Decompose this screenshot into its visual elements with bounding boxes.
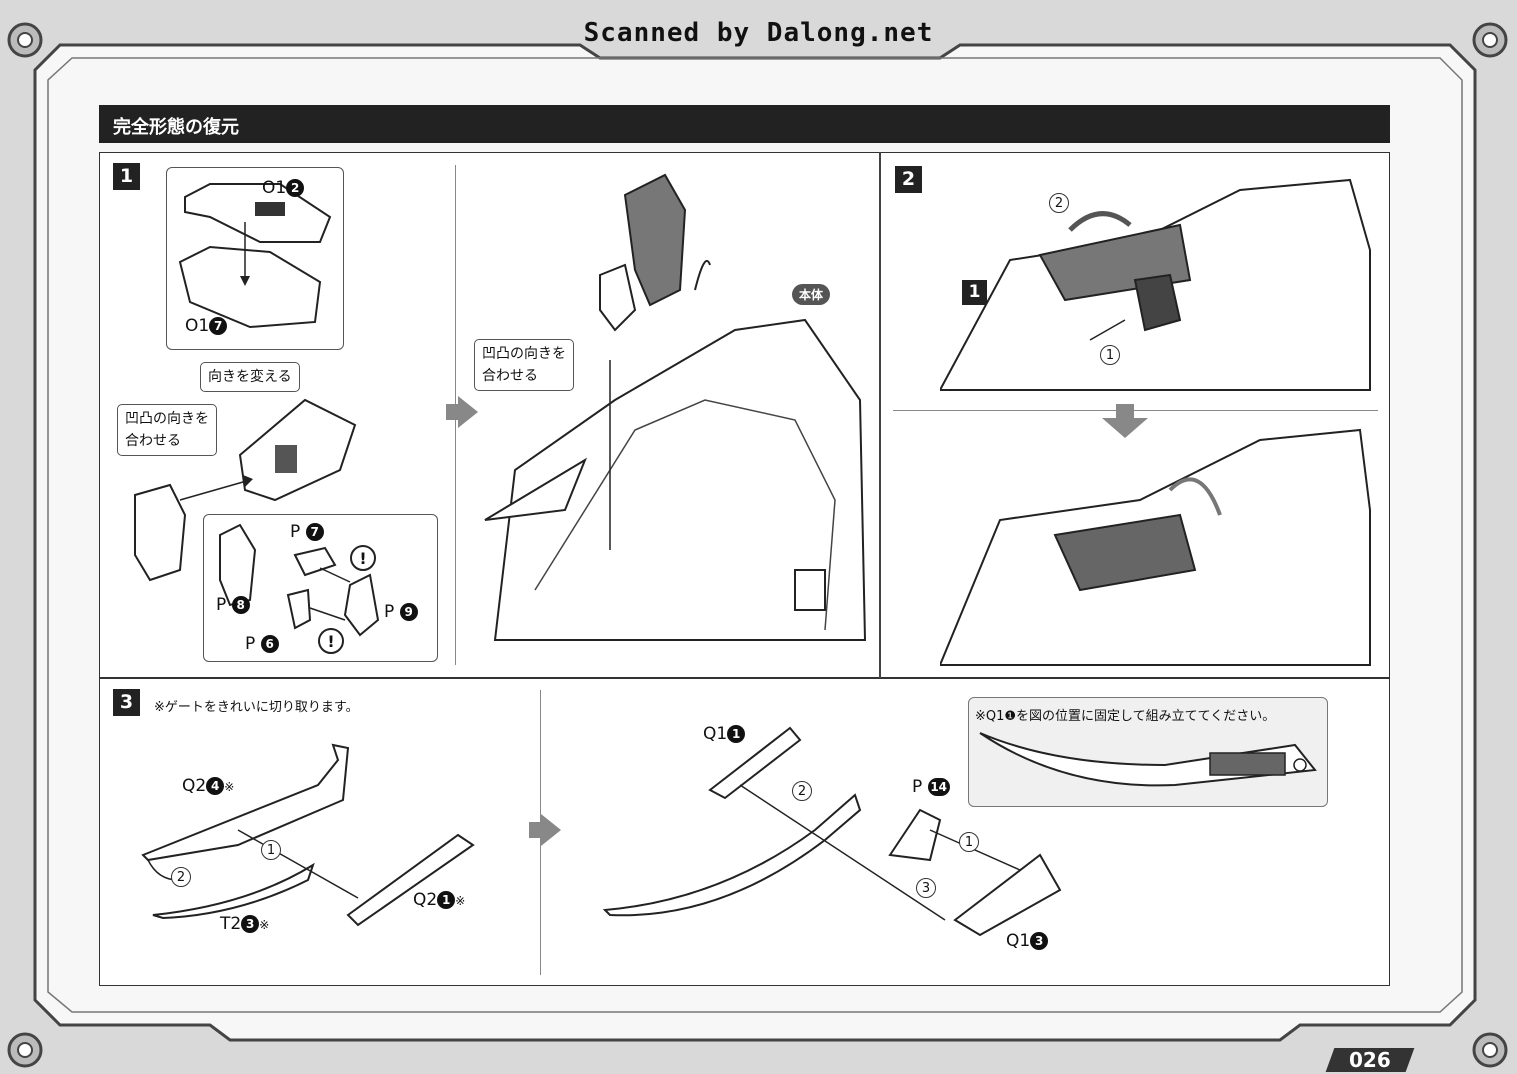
part-p14-num: 14 (927, 778, 950, 796)
part-q2-4-code: Q2 (182, 776, 207, 796)
part-q1-3-num: 3 (1030, 932, 1049, 950)
part-p6-label: P 6 (245, 634, 279, 654)
page-number-text: 026 (1349, 1048, 1391, 1072)
blade-parts-illustration-right (602, 726, 1062, 937)
part-o1-7-code: O1 (185, 316, 210, 336)
step-2-badge: 2 (895, 166, 922, 193)
part-p6-num: 6 (260, 635, 279, 653)
part-q1-3-code: Q1 (1006, 931, 1031, 951)
part-q2-4-num: 4 (206, 777, 225, 795)
step3-right-order-3: 3 (916, 878, 936, 898)
callout-align-right-line1: 凹凸の向きを (482, 346, 566, 362)
flow-arrow-step3 (541, 814, 561, 846)
step2-order-2: 2 (1049, 193, 1069, 213)
flow-arrow-stem-1 (446, 404, 458, 420)
gate-note: ※ゲートをきれいに切り取ります。 (154, 700, 359, 715)
p-parts-illustration (219, 523, 380, 637)
part-p9-num: 9 (399, 603, 418, 621)
part-q1-1-num: 1 (727, 725, 746, 743)
main-body-illustration-step1 (484, 173, 867, 641)
part-p7-code: P (290, 522, 301, 542)
callout-align-left-line2: 合わせる (125, 433, 181, 449)
callout-align-right-line2: 合わせる (482, 368, 538, 384)
part-p7-label: P 7 (290, 522, 324, 542)
callout-turn-direction: 向きを変える (200, 362, 300, 392)
step-2-ref-badge: 1 (962, 280, 987, 305)
warning-icon-upper: ! (350, 545, 376, 571)
divider-step2-sub (893, 410, 1378, 411)
part-o1-7-num: 7 (209, 317, 228, 335)
main-body-tag: 本体 (792, 284, 831, 305)
fix-position-note: ※Q1❶を図の位置に固定して組み立ててください。 (975, 709, 1276, 724)
page-number: 026 (1325, 1048, 1415, 1072)
part-t2-3-code: T2 (220, 914, 242, 934)
warning-icon-lower: ! (318, 628, 344, 654)
part-o1-2-num: 2 (286, 179, 305, 197)
main-body-illustration-step2-after (940, 428, 1371, 666)
step-3-badge: 3 (113, 689, 140, 716)
part-p9-label: P 9 (384, 602, 418, 622)
part-q2-1-mark: ※ (455, 894, 466, 908)
step3-right-order-1: 1 (959, 832, 979, 852)
down-arrow (1102, 404, 1148, 438)
part-p8-num: 8 (231, 596, 250, 614)
section-title-bar: 完全形態の復元 (99, 105, 1390, 143)
part-p8-label: P 8 (216, 595, 250, 615)
step3-left-order-2: 2 (171, 867, 191, 887)
part-p9-code: P (384, 602, 395, 622)
part-p8-code: P (216, 595, 227, 615)
part-t2-3-num: 3 (241, 915, 260, 933)
callout-align-notch-right: 凹凸の向きを 合わせる (474, 339, 574, 391)
joint-assembly-illustration (134, 398, 357, 582)
blade-parts-illustration-left (141, 743, 475, 927)
step3-left-order-1: 1 (261, 840, 281, 860)
part-p7-num: 7 (305, 523, 324, 541)
callout-align-left-line1: 凹凸の向きを (125, 411, 209, 427)
section-title: 完全形態の復元 (113, 117, 239, 138)
part-p6-code: P (245, 634, 256, 654)
step2-order-1: 1 (1100, 345, 1120, 365)
fix-position-illustration (979, 732, 1317, 787)
part-q2-4-mark: ※ (224, 780, 235, 794)
part-p14-code: P (912, 777, 923, 797)
flow-arrow-step1 (458, 396, 478, 428)
callout-align-notch-left: 凹凸の向きを 合わせる (117, 404, 217, 456)
part-p14-label: P 14 (912, 777, 950, 797)
divider-step1-step2 (879, 152, 881, 678)
part-q2-1-code: Q2 (413, 890, 438, 910)
o1-parts-illustration (178, 183, 332, 329)
step3-right-order-2: 2 (792, 781, 812, 801)
scan-watermark: Scanned by Dalong.net (583, 18, 934, 48)
flow-arrow-stem-3 (529, 822, 541, 838)
part-o1-2-code: O1 (262, 178, 287, 198)
main-body-illustration-step2-before (940, 178, 1371, 391)
part-t2-3-mark: ※ (259, 918, 270, 932)
part-q1-1-code: Q1 (703, 724, 728, 744)
step-1-badge: 1 (113, 163, 140, 190)
part-q2-1-num: 1 (437, 891, 456, 909)
